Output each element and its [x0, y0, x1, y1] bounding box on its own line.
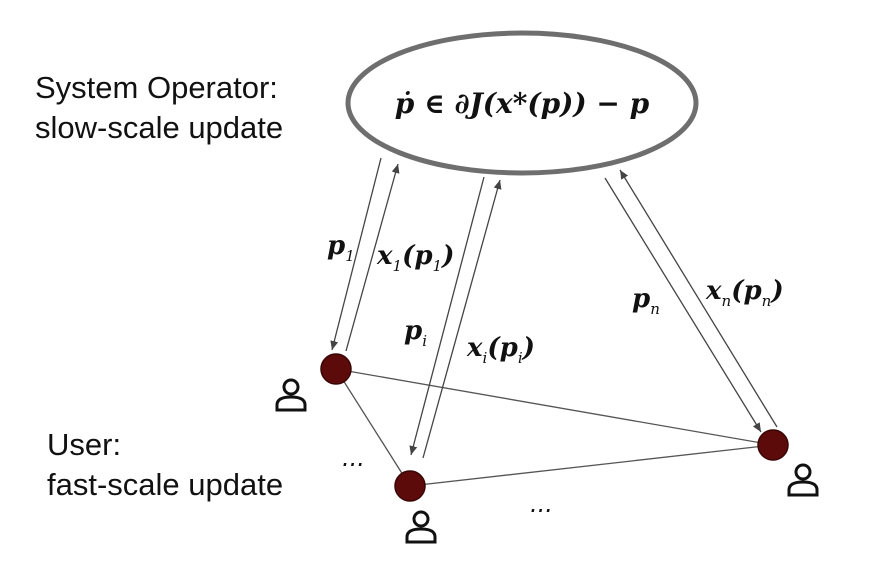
arrow-xn-up [619, 169, 778, 428]
arrow-pn-down [604, 177, 762, 433]
operator-caption: System Operator: slow-scale update [35, 68, 283, 148]
communication-arrows [330, 157, 778, 459]
operator-caption-line1: System Operator: [35, 70, 278, 105]
ellipsis-left: ... [342, 444, 365, 472]
edge-user1-usern [335, 368, 774, 446]
arrow-x1-up [345, 163, 400, 352]
user-node-1 [320, 353, 352, 385]
user-icon [275, 378, 307, 412]
edge-user1-useri [335, 368, 411, 487]
ellipsis-bottom: ... [530, 490, 553, 518]
user-node-n [757, 429, 789, 461]
user-edges [335, 368, 774, 487]
label-xn-pn: xn(pn) [705, 276, 784, 310]
user-caption-line1: User: [47, 427, 122, 462]
label-p1: p1 [327, 231, 355, 265]
label-xi-pi: xi(pi) [466, 333, 535, 367]
label-pi: pi [404, 316, 427, 350]
user-icon [787, 463, 819, 497]
label-pn: pn [632, 284, 660, 318]
user-caption-line2: fast-scale update [47, 467, 284, 502]
edge-useri-usern [409, 444, 774, 487]
user-node-i [394, 470, 426, 502]
user-icon [405, 510, 437, 544]
arrow-xi-up [422, 179, 502, 459]
operator-ellipse [345, 30, 699, 176]
arrow-p1-down [330, 157, 382, 351]
user-caption: User: fast-scale update [47, 425, 283, 505]
operator-equation: ṗ ∈ ∂J(x*(p)) − p [395, 87, 650, 120]
label-x1-p1: x1(p1) [376, 241, 454, 275]
operator-caption-line2: slow-scale update [35, 110, 284, 145]
arrow-pi-down [409, 176, 485, 456]
